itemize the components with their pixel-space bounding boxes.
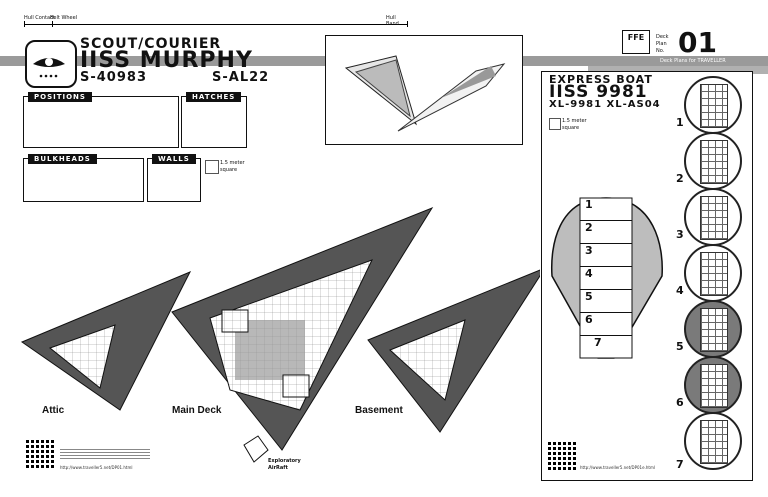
attic-label: Attic — [42, 405, 65, 416]
ruler-label-3: Hull Band — [386, 15, 399, 27]
ruler-label-1: Hull Contact — [24, 15, 55, 21]
circle-number-3: 3 — [676, 228, 684, 241]
eb-level-5: 5 — [580, 290, 632, 313]
eb-square-note: 1.5 meter square — [562, 118, 587, 131]
ffe-logo: FFE — [622, 30, 650, 54]
ruler-label-2: Belt Wheel — [50, 15, 78, 21]
qr-code-right — [548, 442, 576, 470]
ship-class-title: SCOUT/COURIER — [80, 36, 222, 52]
circle-number-5: 5 — [676, 340, 684, 353]
deck-plan-subtitle: Deck Plans for TRAVELLER — [660, 58, 726, 64]
eb-level-1: 1 — [580, 198, 632, 221]
hatches-header: HATCHES — [186, 92, 242, 102]
ship-code-right: S-AL22 — [212, 70, 270, 85]
deck-circle-5 — [684, 300, 742, 358]
circle-number-2: 2 — [676, 172, 684, 185]
eb-level-7: 7 — [594, 336, 602, 349]
scale-ruler: Hull Contact Belt Wheel Hull Band — [24, 15, 408, 27]
square-note: 1.5 meter square — [220, 160, 245, 173]
ship-illustration — [325, 35, 523, 145]
deck-circle-6 — [684, 356, 742, 414]
hatches-legend — [181, 96, 247, 148]
bulkheads-header: BULKHEADS — [28, 154, 97, 164]
express-boat-codes: XL-9981 XL-AS04 — [549, 99, 661, 110]
eb-level-3: 3 — [580, 244, 632, 267]
scout-service-emblem — [25, 40, 77, 88]
walls-header: WALLS — [152, 154, 196, 164]
ship-code-left: S-40983 — [80, 70, 147, 85]
circle-number-1: 1 — [676, 116, 684, 129]
eb-level-2: 2 — [580, 221, 632, 244]
circle-number-6: 6 — [676, 396, 684, 409]
deck-circle-3 — [684, 188, 742, 246]
square-swatch — [205, 160, 219, 174]
deck-plan-number: 01 — [678, 26, 717, 59]
main-deck-label: Main Deck — [172, 405, 222, 416]
copyright-text — [60, 448, 150, 459]
deck-circle-1 — [684, 76, 742, 134]
deck-plan-label: Deck Plan No. — [656, 34, 669, 54]
ship-name: IISS MURPHY — [80, 48, 253, 73]
footer-url: http://www.traveller5.net/DP01.html — [60, 465, 133, 470]
positions-legend — [23, 96, 179, 148]
deck-circle-4 — [684, 244, 742, 302]
eb-level-4: 4 — [580, 267, 632, 290]
eb-square-swatch — [549, 118, 561, 130]
deck-circle-2 — [684, 132, 742, 190]
circle-number-4: 4 — [676, 284, 684, 297]
express-boat-name: IISS 9981 — [549, 82, 648, 102]
express-boat-profile — [550, 197, 663, 359]
qr-code-left — [26, 440, 54, 468]
circle-number-7: 7 — [676, 458, 684, 471]
eb-level-list: 1 2 3 4 5 6 7 — [580, 198, 632, 358]
eb-level-6: 6 — [580, 313, 632, 336]
deck-plans — [20, 206, 540, 463]
footer-url-right: http://www.traveller5.net/DP01e.html — [580, 465, 655, 470]
basement-label: Basement — [355, 405, 403, 416]
airraft-label: Exploratory AirRaft — [268, 458, 301, 471]
bulkheads-legend — [23, 158, 144, 202]
positions-header: POSITIONS — [28, 92, 92, 102]
header-band-right — [588, 66, 768, 74]
express-boat-title: EXPRESS BOAT — [549, 73, 653, 86]
walls-legend — [147, 158, 201, 202]
deck-circle-7 — [684, 412, 742, 470]
